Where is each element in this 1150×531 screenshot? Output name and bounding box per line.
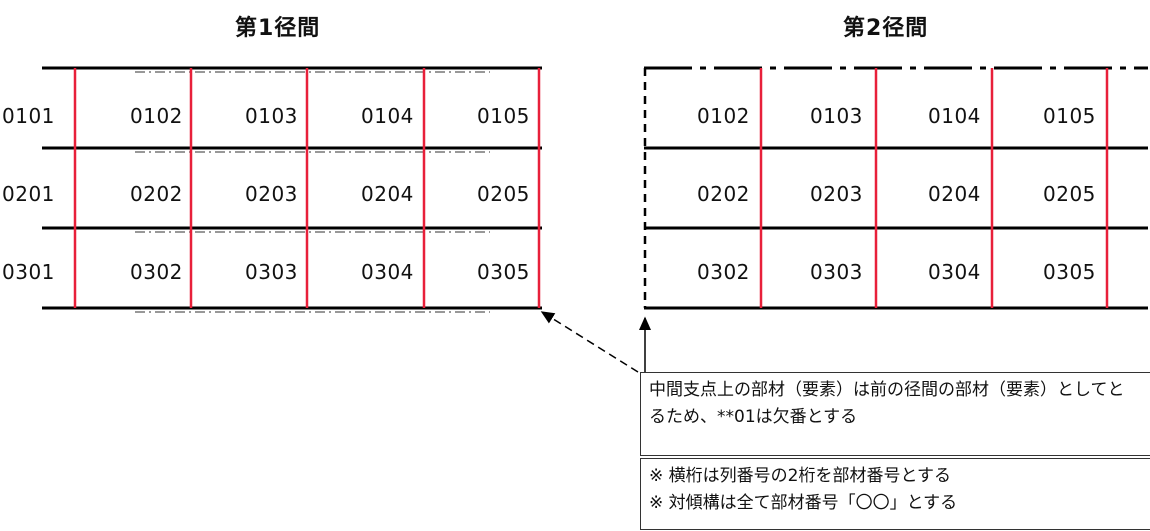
span1-label-r1c4: 0104 xyxy=(361,104,414,128)
span1-label-r1c2: 0102 xyxy=(130,104,183,128)
span2-title: 第2径間 xyxy=(843,16,929,41)
span2-label-r1c1: 0102 xyxy=(697,104,750,128)
span2-label-r1c2: 0103 xyxy=(810,104,863,128)
note-missing-number: 中間支点上の部材（要素）は前の径間の部材（要素）としてとるため、**01は欠番と… xyxy=(640,372,1150,456)
span2-label-r1c4: 0105 xyxy=(1043,104,1096,128)
span1-label-r3c3: 0303 xyxy=(245,260,298,284)
note-missing-number-text: 中間支点上の部材（要素）は前の径間の部材（要素）としてとるため、**01は欠番と… xyxy=(649,380,1125,427)
span1-label-r2c1: 0201 xyxy=(2,182,55,206)
span2-label-r3c4: 0305 xyxy=(1043,260,1096,284)
span1-label-r3c2: 0302 xyxy=(130,260,183,284)
span2-label-r3c3: 0304 xyxy=(928,260,981,284)
span2-label-r2c2: 0203 xyxy=(810,182,863,206)
span2-label-r3c2: 0303 xyxy=(810,260,863,284)
span2-label-r2c4: 0205 xyxy=(1043,182,1096,206)
note-bracing-rule: ※ 対傾構は全て部材番号「〇〇」とする xyxy=(649,493,958,513)
span1-label-r2c3: 0203 xyxy=(245,182,298,206)
span2-girders xyxy=(644,66,1148,310)
span1-crossbeams xyxy=(73,68,541,308)
leader-arrow-to-span1 xyxy=(540,311,639,373)
note-crossbeam-rule: ※ 横桁は列番号の2桁を部材番号とする xyxy=(649,466,951,486)
span1-label-r2c2: 0202 xyxy=(130,182,183,206)
span1-label-r1c5: 0105 xyxy=(477,104,530,128)
span1-label-r1c1: 0101 xyxy=(2,104,55,128)
span2-label-r2c3: 0204 xyxy=(928,182,981,206)
span2-label-r1c3: 0104 xyxy=(928,104,981,128)
span1-label-r3c1: 0301 xyxy=(2,260,55,284)
span1-label-r3c4: 0304 xyxy=(361,260,414,284)
span1-label-r2c5: 0205 xyxy=(477,182,530,206)
span2-crossbeams xyxy=(759,68,1109,308)
span2-label-r3c1: 0302 xyxy=(697,260,750,284)
span1-label-r1c3: 0103 xyxy=(245,104,298,128)
span1-girders xyxy=(42,66,542,313)
span2-label-r2c1: 0202 xyxy=(697,182,750,206)
span1-title: 第1径間 xyxy=(235,16,321,41)
span1-label-r3c5: 0305 xyxy=(477,260,530,284)
note-numbering-rules: ※ 横桁は列番号の2桁を部材番号とする ※ 対傾構は全て部材番号「〇〇」とする xyxy=(640,458,1150,530)
span1-label-r2c4: 0204 xyxy=(361,182,414,206)
